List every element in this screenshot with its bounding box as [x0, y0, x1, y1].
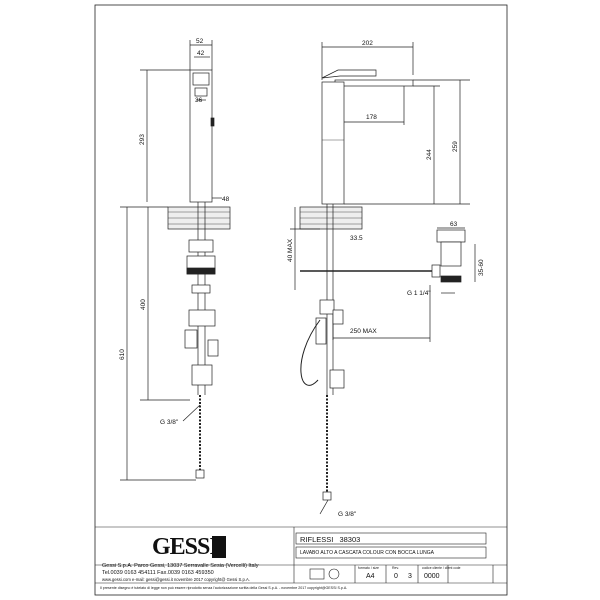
dim-top-width: 52: [196, 38, 204, 45]
legal-notice: Il presente disegno è tutelato di legge …: [100, 586, 348, 590]
dim-g38-left: G 3/8": [160, 419, 179, 426]
dim-35-60: 35-60: [478, 259, 485, 276]
dim-g38-bottom: G 3/8": [338, 511, 357, 518]
title-block-frame: [95, 526, 507, 584]
sheet-border: [94, 4, 508, 596]
dim-63: 63: [450, 221, 458, 228]
dim-293: 293: [139, 134, 146, 145]
front-view: [120, 40, 231, 481]
code-label: codice cliente / client code: [422, 566, 461, 570]
dim-610: 610: [119, 349, 126, 360]
dim-top-inner: 42: [197, 50, 205, 57]
dim-48: 48: [222, 196, 230, 203]
product-name: RIFLESSI 38303: [300, 535, 360, 544]
dim-202: 202: [362, 40, 373, 47]
side-view: [290, 42, 476, 515]
projection-symbol: [309, 568, 340, 580]
company-address: Gessi S.p.A. Parco Gessi, 13037 Serraval…: [102, 563, 259, 569]
scale-value: 3: [408, 573, 412, 580]
dim-244: 244: [426, 149, 433, 160]
company-web: www.gessi.com e-mail: gessi@gessi.it nov…: [102, 577, 250, 582]
dim-36: 36: [195, 97, 203, 104]
company-contacts: Tel.0039 0163 454111 Fax.0039 0163 45935…: [102, 570, 214, 576]
rev-label: Rev.: [392, 566, 399, 570]
dim-400: 400: [140, 299, 147, 310]
format-value: A4: [366, 573, 375, 580]
rev-value: 0: [394, 573, 398, 580]
dim-259: 259: [452, 141, 459, 152]
gessi-logo: GESSI: [152, 534, 219, 560]
dim-250max: 250 MAX: [350, 328, 377, 335]
code-value: 0000: [424, 573, 440, 580]
format-label: formato / size: [358, 566, 380, 570]
dim-g114: G 1 1/4": [407, 290, 431, 297]
product-code: 38303: [339, 535, 361, 544]
dim-178: 178: [366, 114, 377, 121]
dim-33-5: 33.5: [350, 235, 363, 242]
dim-40max: 40 MAX: [287, 238, 294, 262]
product-name-text: RIFLESSI: [300, 535, 334, 544]
logo-black-block: [212, 536, 226, 558]
product-description: LAVABO ALTO A CASCATA COLOUR CON BOCCA L…: [300, 550, 434, 556]
